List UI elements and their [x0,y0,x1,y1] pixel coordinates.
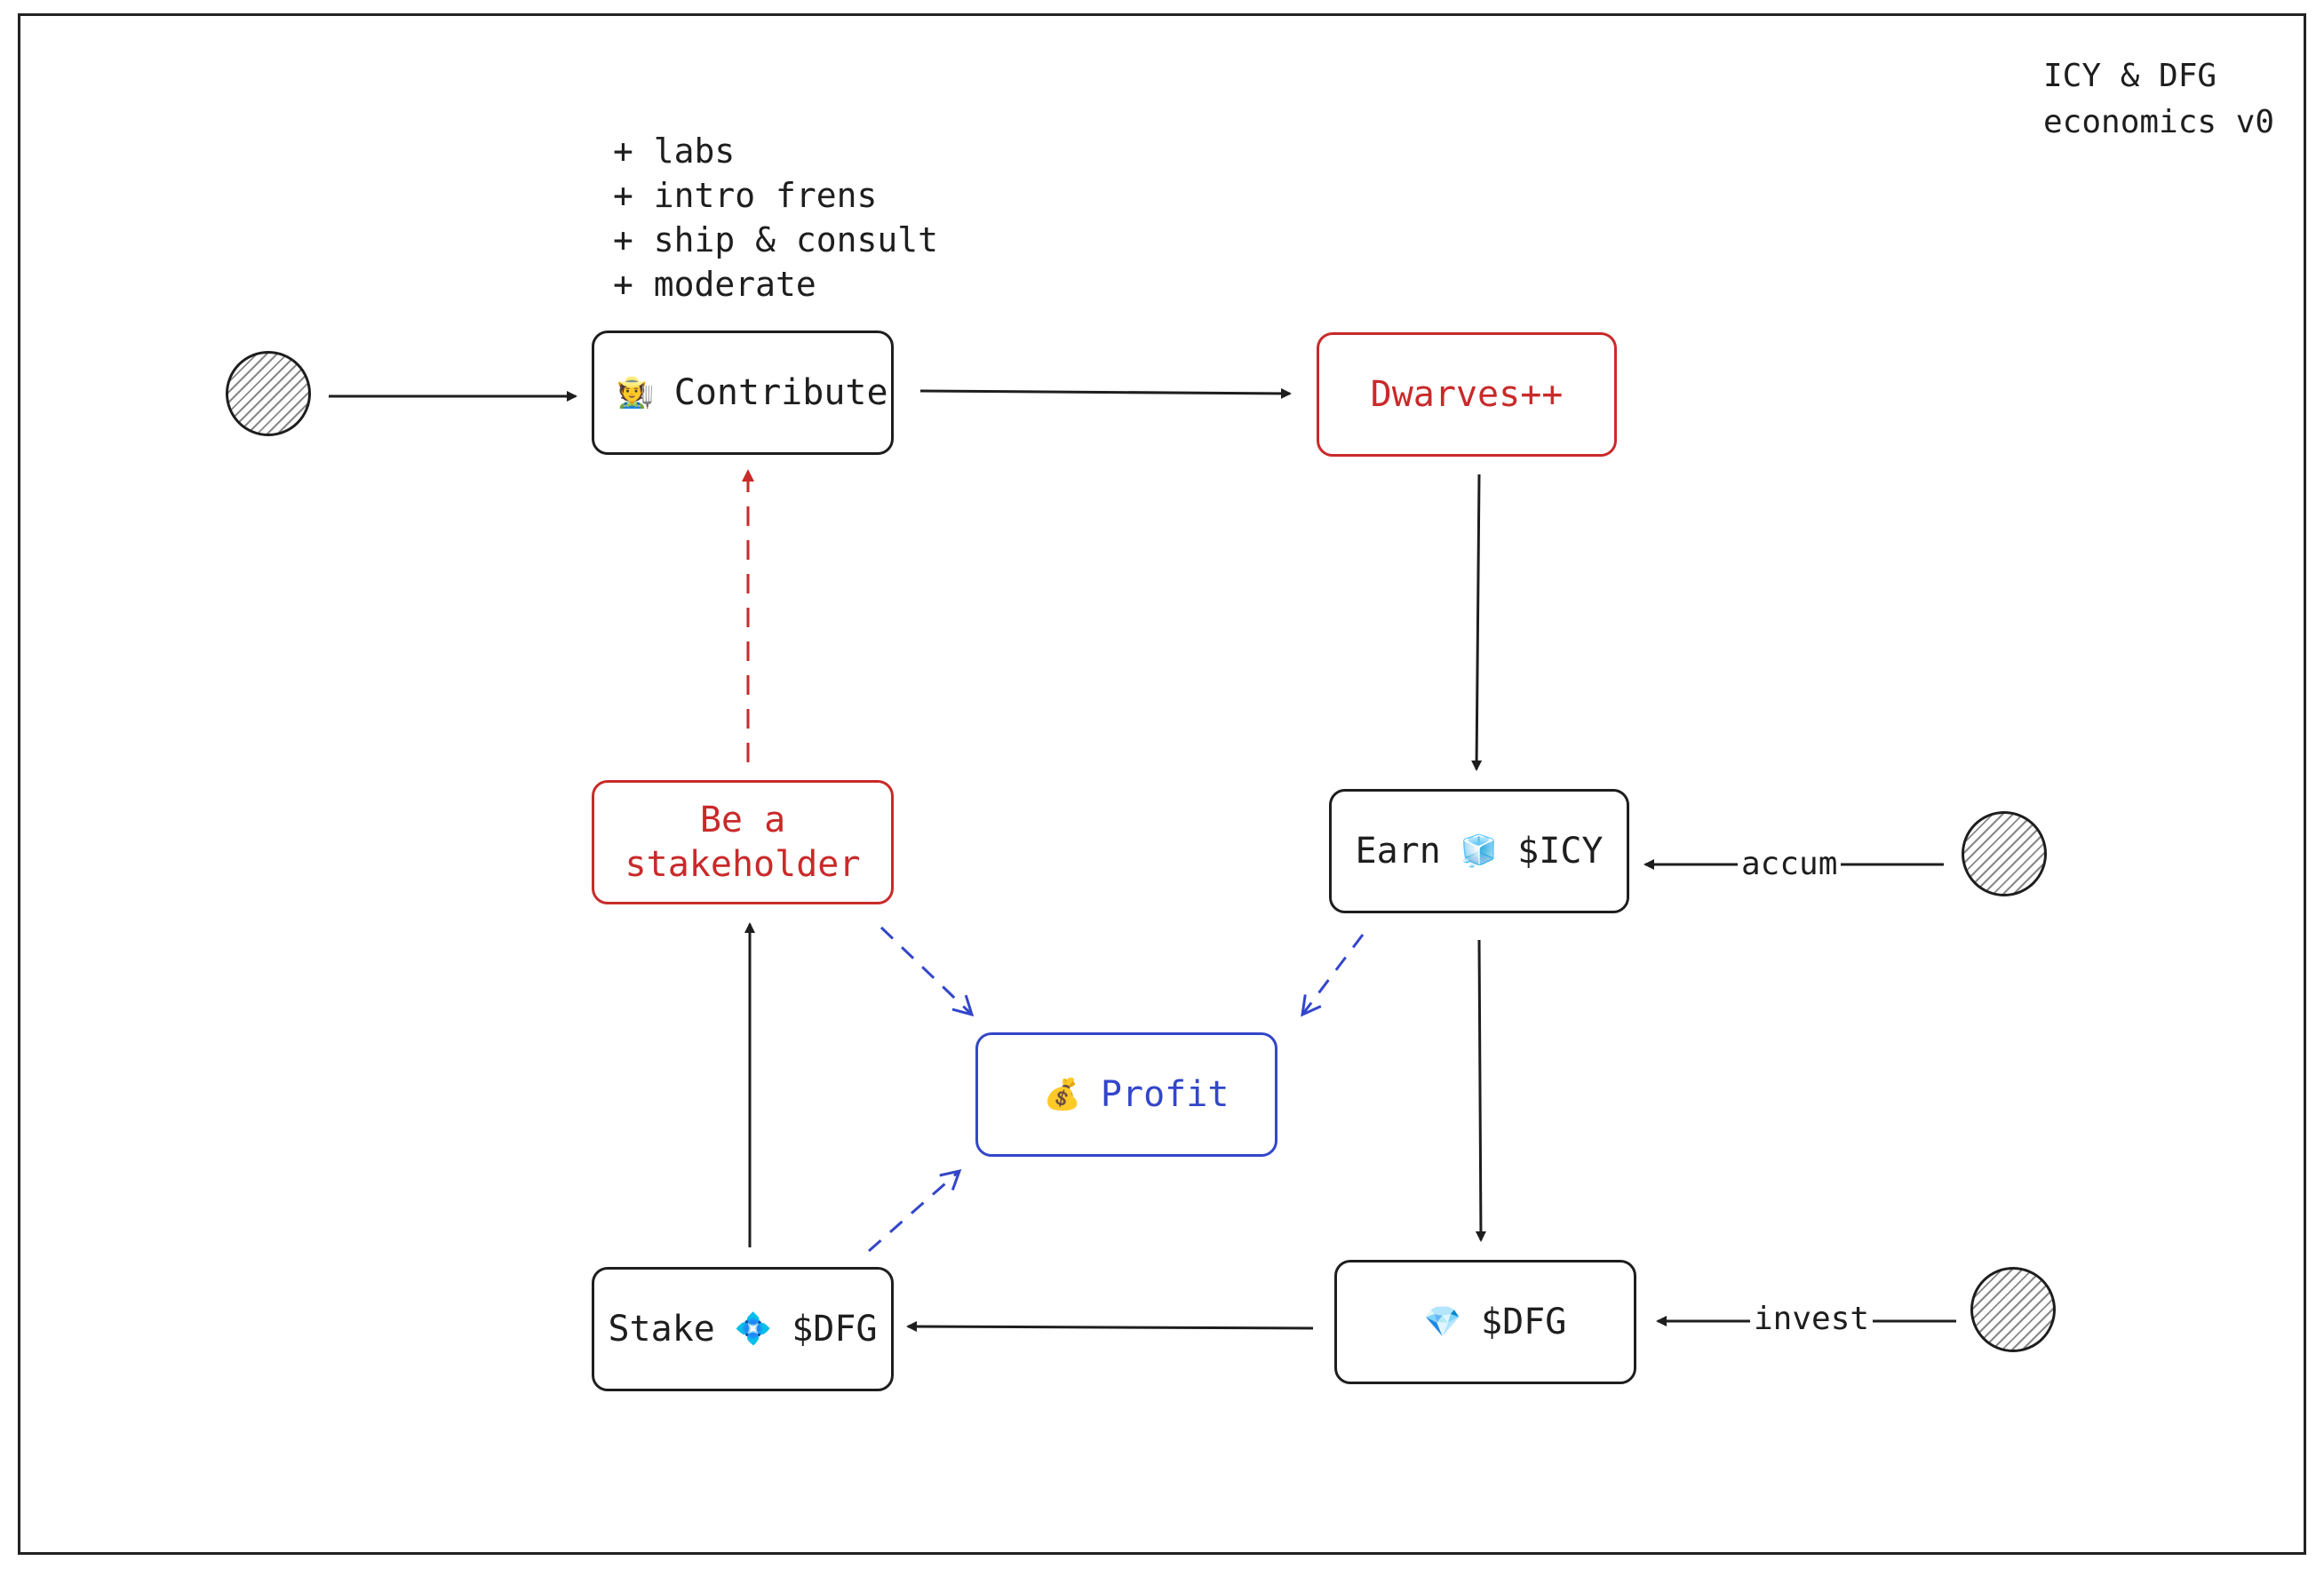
diagram-title: ICY & DFG economics v0 [2043,53,2274,146]
note-item: moderate [613,262,938,307]
note-item: ship & consult [613,218,938,262]
earn-token: $ICY [1517,831,1604,872]
money-bag-icon: 💰 [1043,1077,1081,1112]
stakeholder-line-2: stakeholder [625,844,861,885]
stake-token: $DFG [792,1309,878,1350]
dwarves-node[interactable]: Dwarves++ [1317,332,1617,457]
invest-label: invest [1750,1302,1874,1337]
dfg-node[interactable]: 💎 $DFG [1334,1260,1636,1384]
start-circle [226,351,311,436]
earn-prefix: Earn [1355,831,1441,872]
profit-node[interactable]: 💰 Profit [975,1032,1277,1157]
gem-icon: 💎 [1423,1304,1461,1340]
stakeholder-node[interactable]: Be a stakeholder [592,780,894,904]
note-item: intro frens [613,173,938,218]
contribute-node[interactable]: 🧑‍🌾 Contribute [592,331,894,455]
title-line-2: economics v0 [2043,104,2275,140]
dwarves-label: Dwarves++ [1370,374,1564,415]
diamond-shape-icon: 💠 [734,1311,773,1347]
contribute-notes: labs intro frens ship & consult moderate [613,129,938,307]
note-item: labs [613,129,938,173]
stake-dfg-node[interactable]: Stake 💠 $DFG [592,1267,894,1391]
stake-prefix: Stake [608,1309,715,1350]
accum-label: accum [1738,847,1842,882]
dfg-label: $DFG [1481,1302,1567,1342]
farmer-icon: 🧑‍🌾 [617,375,655,410]
ice-cube-icon: 🧊 [1460,833,1499,869]
canvas-frame [18,13,2306,1555]
earn-icy-node[interactable]: Earn 🧊 $ICY [1329,789,1629,913]
profit-label: Profit [1100,1074,1230,1115]
stakeholder-line-1: Be a [699,800,786,840]
title-line-1: ICY & DFG [2043,58,2217,94]
contribute-label: Contribute [673,372,888,413]
invest-source-circle [1970,1267,2056,1352]
accum-source-circle [1962,811,2047,896]
